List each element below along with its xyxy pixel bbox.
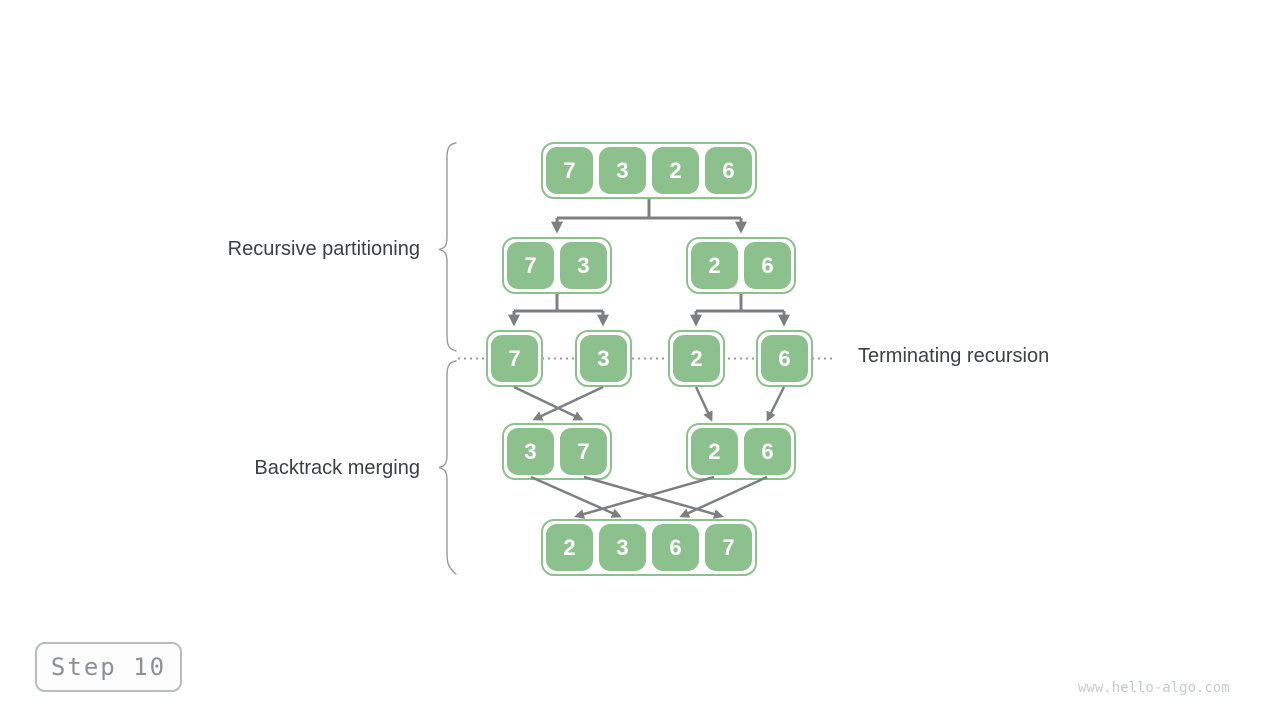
label-recursive-partitioning: Recursive partitioning: [227, 238, 420, 260]
array-container-level1: 7 3 2 6: [541, 142, 757, 199]
array-cell: 3: [580, 335, 627, 382]
array-cell: 3: [599, 524, 646, 571]
array-container-level3-d: 6: [756, 330, 813, 387]
merge-arrows-level4: [530, 475, 768, 519]
array-container-level2-right: 2 6: [686, 237, 796, 294]
step-badge: Step 10: [35, 642, 182, 692]
array-container-level5: 2 3 6 7: [541, 519, 757, 576]
label-backtrack-merging: Backtrack merging: [254, 457, 420, 479]
array-container-level3-a: 7: [486, 330, 543, 387]
brace-recursive-partitioning: [438, 142, 457, 352]
watermark-url: www.hello-algo.com: [1078, 680, 1230, 696]
array-cell: 7: [546, 147, 593, 194]
array-cell: 2: [691, 242, 738, 289]
array-cell: 7: [491, 335, 538, 382]
merge-arrows-level3: [513, 385, 786, 422]
array-cell: 3: [599, 147, 646, 194]
array-cell: 6: [744, 428, 791, 475]
label-terminating-recursion: Terminating recursion: [858, 345, 1050, 367]
array-cell: 3: [507, 428, 554, 475]
array-cell: 6: [705, 147, 752, 194]
array-cell: 6: [744, 242, 791, 289]
array-container-level4-left: 3 7: [502, 423, 612, 480]
array-cell: 2: [673, 335, 720, 382]
array-container-level3-c: 2: [668, 330, 725, 387]
array-cell: 6: [761, 335, 808, 382]
array-container-level2-left: 7 3: [502, 237, 612, 294]
array-cell: 6: [652, 524, 699, 571]
array-cell: 2: [691, 428, 738, 475]
split-arrows-level2: [508, 294, 790, 327]
array-container-level3-b: 3: [575, 330, 632, 387]
brace-backtrack-merging: [438, 360, 457, 575]
array-cell: 2: [546, 524, 593, 571]
array-container-level4-right: 2 6: [686, 423, 796, 480]
array-cell: 7: [560, 428, 607, 475]
split-arrows-level1: [551, 199, 747, 234]
array-cell: 7: [705, 524, 752, 571]
array-cell: 7: [507, 242, 554, 289]
array-cell: 2: [652, 147, 699, 194]
array-cell: 3: [560, 242, 607, 289]
